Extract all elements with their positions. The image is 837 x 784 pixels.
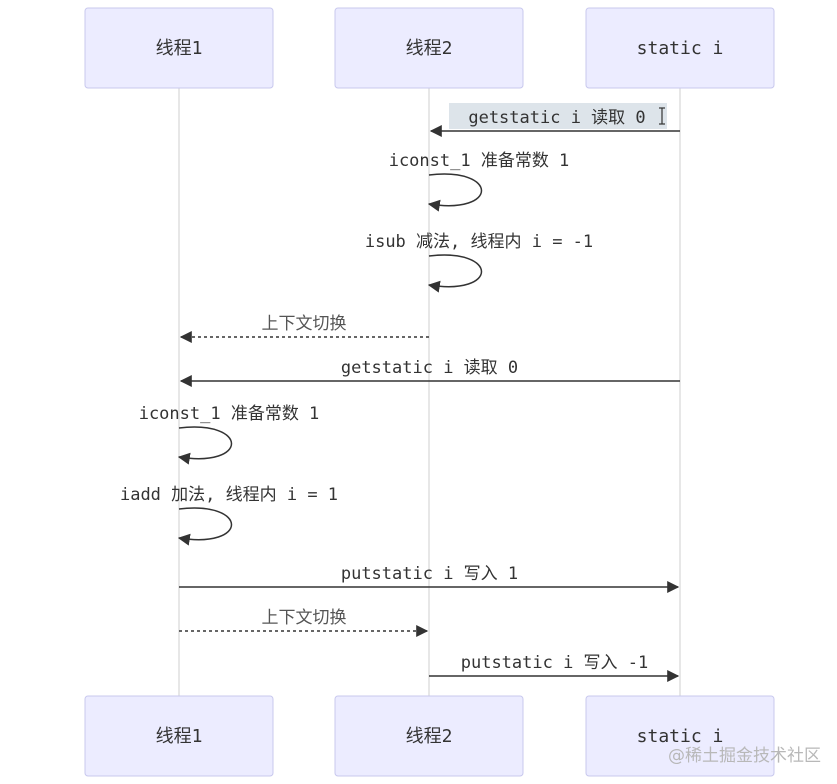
actor-box-si-bottom: static i	[585, 695, 775, 777]
self-loop-arrow	[427, 254, 483, 293]
actor-rect	[84, 7, 274, 89]
actor-rect	[585, 695, 775, 777]
actor-box-si-top: static i	[585, 7, 775, 89]
message-8: putstatic i 写入 1	[179, 564, 680, 593]
message-5: getstatic i 读取 0	[179, 358, 680, 387]
message-label: iconst_1 准备常数 1	[389, 151, 570, 171]
watermark: @稀土掘金技术社区	[668, 746, 821, 766]
message-label: iconst_1 准备常数 1	[139, 404, 320, 424]
message-label: putstatic i 写入 1	[341, 564, 518, 584]
message-1: getstatic i 读取 0	[429, 103, 680, 137]
actor-rect	[334, 695, 524, 777]
actor-label: 线程1	[156, 726, 203, 747]
actor-label: static i	[637, 38, 724, 59]
actor-box-t2-bottom: 线程2	[334, 695, 524, 777]
actor-label: 线程1	[156, 38, 203, 59]
message-label: getstatic i 读取 0	[341, 358, 518, 378]
actor-box-t1-top: 线程1	[84, 7, 274, 89]
label-highlight	[449, 103, 667, 129]
message-label: isub 减法, 线程内 i = -1	[365, 232, 593, 252]
actor-rect	[585, 7, 775, 89]
message-label: 上下文切换	[262, 314, 347, 334]
message-4: 上下文切换	[179, 314, 429, 343]
actor-rect	[84, 695, 274, 777]
actor-box-t1-bottom: 线程1	[84, 695, 274, 777]
message-9: 上下文切换	[179, 608, 429, 637]
message-2: iconst_1 准备常数 1	[389, 151, 570, 212]
message-6: iconst_1 准备常数 1	[139, 404, 320, 465]
message-label: 上下文切换	[262, 608, 347, 628]
actor-label: 线程2	[406, 726, 453, 747]
self-loop-arrow	[427, 173, 483, 212]
self-loop-arrow	[177, 507, 233, 546]
actor-box-t2-top: 线程2	[334, 7, 524, 89]
actor-label: 线程2	[406, 38, 453, 59]
message-label: iadd 加法, 线程内 i = 1	[120, 485, 338, 505]
text-cursor-icon	[659, 107, 665, 125]
message-7: iadd 加法, 线程内 i = 1	[120, 485, 338, 546]
message-label: putstatic i 写入 -1	[461, 653, 649, 673]
self-loop-arrow	[177, 426, 233, 465]
actor-label: static i	[637, 726, 724, 747]
message-3: isub 减法, 线程内 i = -1	[365, 232, 593, 293]
actor-rect	[334, 7, 524, 89]
message-label: getstatic i 读取 0	[468, 108, 645, 128]
message-10: putstatic i 写入 -1	[429, 653, 680, 682]
